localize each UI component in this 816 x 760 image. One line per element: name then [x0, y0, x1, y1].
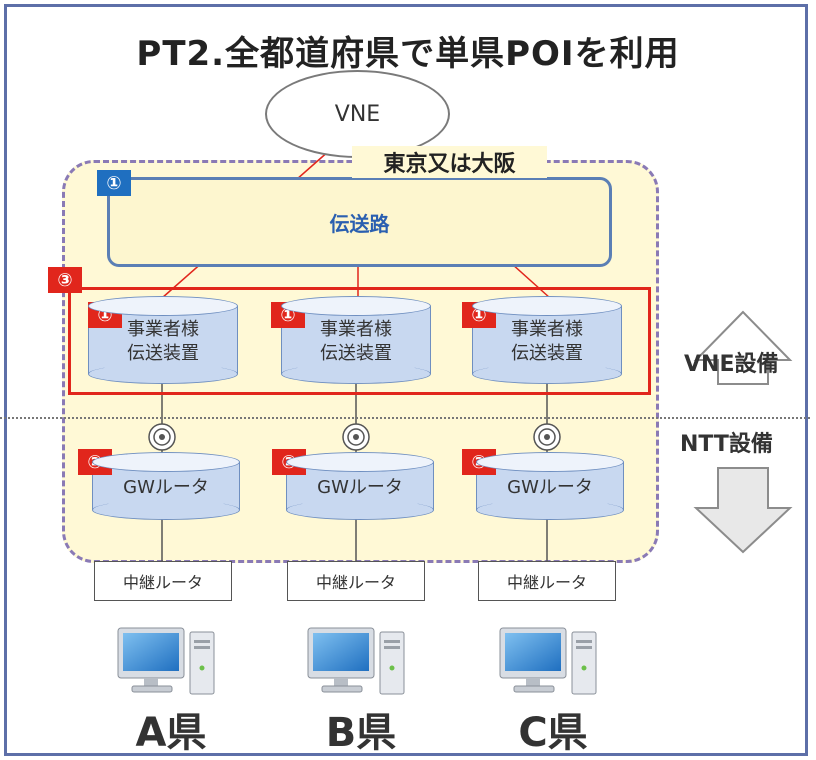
diagram-title: PT2.全都道府県で単県POIを利用	[136, 34, 680, 74]
operator-device-c: 事業者様伝送装置	[472, 296, 622, 384]
ring-connector-icon	[148, 423, 176, 451]
desktop-computer-icon	[307, 627, 405, 695]
relay-router-label: 中継ルータ	[315, 573, 396, 592]
operator-device-a: 事業者様伝送装置	[88, 296, 238, 384]
transport-path-label: 伝送路	[329, 211, 390, 236]
gw-router-label: GWルータ	[317, 477, 403, 498]
prefecture-label-c: C県	[518, 710, 588, 756]
operator-device-label-line2: 伝送装置	[127, 343, 199, 364]
gw-router-label: GWルータ	[123, 477, 209, 498]
vne-location-label: 東京又は大阪	[352, 146, 547, 178]
desktop-computer-icon	[499, 627, 597, 695]
transport-path-box: 伝送路	[107, 177, 612, 267]
relay-router-b: 中継ルータ	[287, 561, 425, 601]
operator-device-label-line2: 伝送装置	[320, 343, 392, 364]
transport-badge: ①	[97, 170, 131, 196]
vne-equipment-label: VNE設備	[684, 352, 779, 377]
prefecture-label-b: B県	[325, 710, 397, 756]
prefecture-label-a: A県	[135, 710, 207, 756]
relay-router-label: 中継ルータ	[122, 573, 203, 592]
gw-router-a: GWルータ	[92, 452, 240, 520]
operator-device-label-line1: 事業者様	[127, 319, 199, 340]
gw-router-b: GWルータ	[286, 452, 434, 520]
relay-router-a: 中継ルータ	[94, 561, 232, 601]
operator-device-label-line2: 伝送装置	[511, 343, 583, 364]
up-arrow-icon	[693, 310, 793, 385]
diagram-frame	[4, 4, 808, 756]
gw-router-c: GWルータ	[476, 452, 624, 520]
group-badge: ③	[48, 267, 82, 293]
operator-device-group	[68, 287, 651, 395]
gw-router-label: GWルータ	[507, 477, 593, 498]
vne-label: VNE	[334, 101, 381, 127]
relay-router-label: 中継ルータ	[506, 573, 587, 592]
desktop-computer-icon	[117, 627, 215, 695]
ring-connector-icon	[342, 423, 370, 451]
operator-device-label-line1: 事業者様	[511, 319, 583, 340]
ntt-equipment-label: NTT設備	[680, 432, 773, 457]
operator-device-b: 事業者様伝送装置	[281, 296, 431, 384]
relay-router-c: 中継ルータ	[478, 561, 616, 601]
equipment-boundary-line	[0, 417, 810, 419]
operator-device-label-line1: 事業者様	[320, 319, 392, 340]
down-arrow-icon	[693, 467, 793, 554]
ring-connector-icon	[533, 423, 561, 451]
